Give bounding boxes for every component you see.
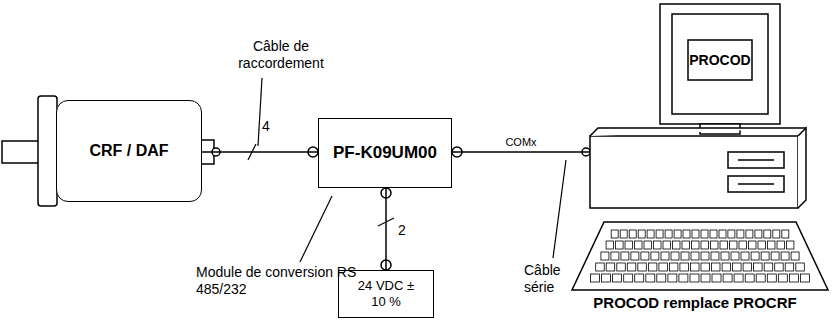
system-unit xyxy=(590,136,798,208)
encoder-body: CRF / DAF xyxy=(56,100,202,202)
system-unit-side xyxy=(798,128,806,208)
converter-module: PF-K09UM00 xyxy=(318,118,452,188)
node-text: PROCOD xyxy=(689,52,750,69)
cable-line xyxy=(202,151,318,153)
node-text: 24 VDC ± 10 % xyxy=(351,278,421,310)
keyboard-keys xyxy=(591,230,810,282)
screen-window xyxy=(688,40,752,80)
encoder-flange xyxy=(38,96,57,206)
node-text: CRF / DAF xyxy=(89,141,168,161)
leader-line xyxy=(553,160,566,258)
module-label: Module de conversion RS 485/232 xyxy=(196,264,386,298)
cable-line xyxy=(452,151,590,153)
leader-line xyxy=(300,196,332,262)
wire-count: 2 xyxy=(394,222,410,239)
node-text: PF-K09UM00 xyxy=(333,143,437,163)
cable-label: Câble de raccordement xyxy=(226,38,336,72)
monitor-screen xyxy=(672,14,768,114)
drive-bay xyxy=(728,152,784,168)
keyboard xyxy=(572,222,828,290)
encoder-shaft xyxy=(2,141,40,163)
cable-label: Câble série xyxy=(524,262,594,296)
cable-line xyxy=(385,188,387,270)
leader-line xyxy=(258,78,262,146)
wire-count: 4 xyxy=(258,118,274,135)
drive-bay xyxy=(728,176,784,192)
computer: PROCOD xyxy=(590,4,806,208)
system-unit-top xyxy=(590,128,806,136)
drive-slot xyxy=(738,183,774,185)
edge-label: COMx xyxy=(505,136,536,149)
drive-slot xyxy=(738,159,774,161)
note: PROCOD remplace PROCRF xyxy=(554,294,836,311)
monitor-frame xyxy=(660,4,780,124)
screen-area: PROCOD xyxy=(688,40,752,80)
